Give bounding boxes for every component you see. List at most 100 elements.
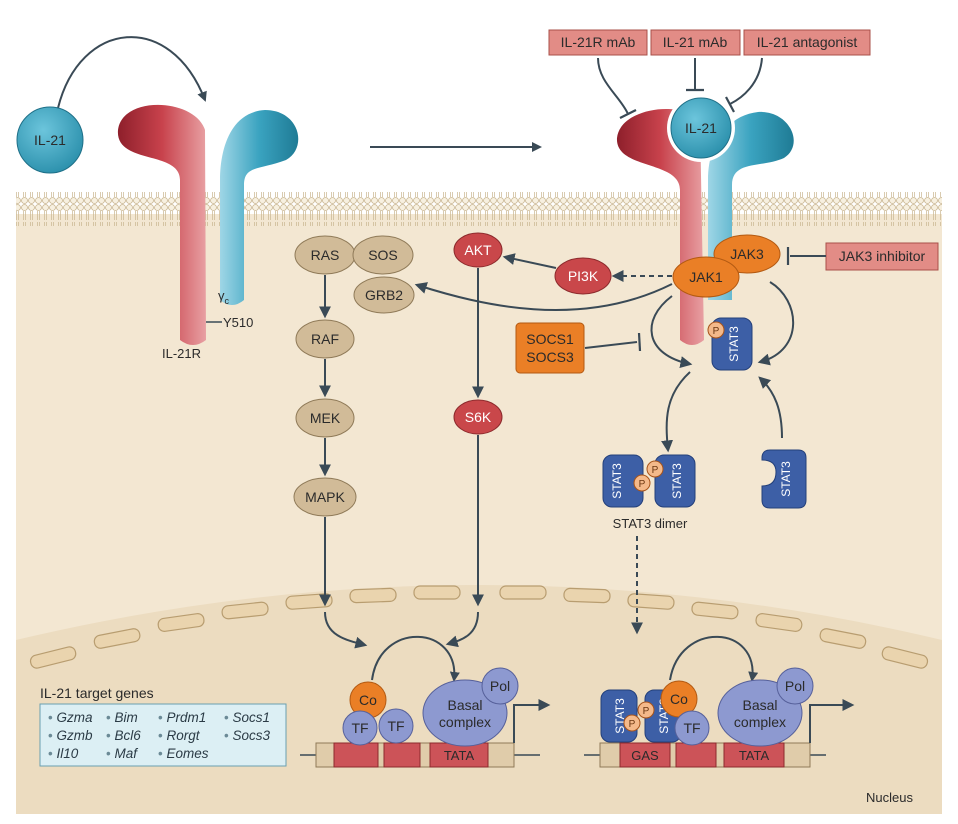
- mapk-node: [293, 477, 357, 517]
- svg-text:TATA: TATA: [444, 748, 475, 763]
- sos-label: SOS: [368, 247, 398, 263]
- svg-text:STAT3: STAT3: [670, 463, 684, 499]
- il21-antagonist-inhibition: [729, 57, 763, 105]
- gene-item: • Il10: [48, 746, 79, 761]
- akt-label: AKT: [464, 242, 492, 258]
- il21r-mab-box: [548, 29, 648, 56]
- target-genes-title: IL-21 target genes: [40, 685, 154, 701]
- socs1-label: SOCS1: [526, 331, 574, 347]
- il21-ligand-bound: [670, 97, 732, 159]
- jak1-to-grb2-arrow: [414, 282, 673, 312]
- inhibitor-boxes: IL-21R mAb IL-21 mAb IL-21 antagonist: [548, 29, 871, 56]
- svg-text:Co: Co: [359, 692, 377, 708]
- mek-label: MEK: [310, 410, 341, 426]
- svg-text:TF: TF: [351, 720, 368, 736]
- target-genes-list: • Gzma • Gzmb • Il10 • Bim • Bcl6 • Maf …: [48, 710, 270, 761]
- svg-text:TATA: TATA: [739, 748, 770, 763]
- nuclear-envelope: [29, 585, 929, 669]
- gene-item: • Prdm1: [158, 710, 206, 725]
- svg-text:Co: Co: [670, 691, 688, 707]
- il21r-chain: [117, 104, 206, 345]
- il21r-mab-label: IL-21R mAb: [561, 34, 636, 50]
- pol-left: [481, 667, 519, 705]
- s6k-entry-arrow: [445, 611, 479, 648]
- jak3-inhibitor-label: JAK3 inhibitor: [839, 248, 926, 264]
- co-to-basal-arrow-right: [669, 635, 759, 682]
- gene-item: • Bcl6: [106, 728, 141, 743]
- pol-right: [776, 667, 814, 705]
- svg-text:P: P: [629, 719, 636, 730]
- stat3-release-arrow: [661, 371, 691, 453]
- pi3k-to-akt-arrow: [502, 253, 557, 269]
- mapk-label: MAPK: [305, 489, 345, 505]
- svg-text:Basal: Basal: [742, 697, 777, 713]
- gene-item: • Rorgt: [158, 728, 201, 743]
- il21-ligand: [16, 106, 84, 174]
- svg-text:P: P: [713, 326, 720, 337]
- il21r-mab-inhibition: [597, 57, 629, 115]
- il21-antagonist-label: IL-21 antagonist: [757, 34, 858, 50]
- il21-ligand-label: IL-21: [34, 132, 66, 148]
- tf-left-1: [342, 710, 378, 746]
- y510-label: Y510: [223, 315, 253, 330]
- il21-ligand-bound-label: IL-21: [685, 120, 717, 136]
- tss-arrow-left: [513, 699, 551, 743]
- target-genes-box: [39, 703, 287, 767]
- gamma-c-label: γc: [218, 288, 230, 306]
- stat3-recruit-arrow: [758, 376, 783, 439]
- stat3-monomer: [761, 449, 807, 509]
- tata-box-left: [429, 742, 489, 768]
- raf-node: [295, 319, 355, 359]
- svg-text:Pol: Pol: [785, 678, 805, 694]
- s6k-node: [453, 399, 503, 435]
- grb2-label: GRB2: [365, 287, 403, 303]
- socs3-label: SOCS3: [526, 349, 574, 365]
- socs-box: [515, 322, 585, 374]
- stat3-dimer-right: [654, 454, 696, 508]
- jak1-to-stat3-arrow: [650, 295, 693, 368]
- jak3-inhibitor-box: [825, 242, 939, 271]
- svg-text:P: P: [639, 479, 646, 490]
- svg-text:STAT3: STAT3: [613, 698, 627, 734]
- binding-arrow: [57, 36, 207, 109]
- phospho-bound-2: [637, 701, 655, 719]
- svg-text:P: P: [652, 465, 659, 476]
- gene-item: • Gzmb: [48, 728, 93, 743]
- cell-membrane: [16, 192, 942, 226]
- tf-left-2: [378, 708, 414, 744]
- phospho-bound-1: [623, 714, 641, 732]
- svg-text:STAT3: STAT3: [610, 463, 624, 499]
- transcription-right: GAS TATA STAT3 STAT3 P P Basal complex P…: [584, 635, 855, 768]
- s6k-label: S6K: [465, 409, 492, 425]
- jak1-label: JAK1: [689, 269, 723, 285]
- svg-text:TF: TF: [387, 718, 404, 734]
- akt-node: [453, 232, 503, 268]
- stat3-dimer: STAT3 STAT3 P P: [602, 454, 696, 508]
- stat3-docked-label: STAT3: [727, 326, 741, 362]
- gamma-c-chain: [220, 110, 299, 305]
- pi3k-node: [554, 257, 612, 295]
- sos-node: [352, 235, 414, 275]
- jak3-label: JAK3: [730, 246, 764, 262]
- svg-text:STAT3: STAT3: [779, 461, 793, 497]
- gene-item: • Gzma: [48, 710, 93, 725]
- stat3-dimer-label: STAT3 dimer: [613, 516, 688, 531]
- gene-item: • Eomes: [158, 746, 209, 761]
- il21-mab-label: IL-21 mAb: [663, 34, 728, 50]
- phospho-dimer-2: [646, 460, 664, 478]
- svg-text:TF: TF: [683, 720, 700, 736]
- transcription-left: TATA Basal complex Pol Co TF TF: [300, 635, 551, 768]
- pi3k-label: PI3K: [568, 268, 599, 284]
- gene-item: • Socs1: [224, 710, 270, 725]
- gas-element: [619, 742, 671, 768]
- il21r-label: IL-21R: [162, 346, 201, 361]
- il21-antagonist-box: [743, 29, 871, 56]
- svg-text:complex: complex: [439, 714, 491, 730]
- socs-inhibition: [584, 341, 638, 349]
- phospho-dimer-1: [633, 474, 651, 492]
- co-to-basal-arrow-left: [371, 635, 460, 682]
- phospho-docked: [707, 321, 725, 339]
- gene-item: • Socs3: [224, 728, 270, 743]
- tf-right: [674, 710, 710, 746]
